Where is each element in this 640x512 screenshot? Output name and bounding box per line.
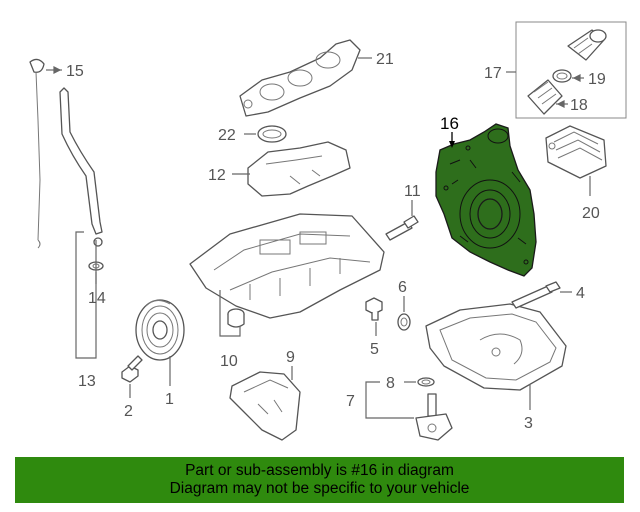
callout-3: 3 xyxy=(524,415,533,432)
gasket-22[interactable] xyxy=(257,125,287,143)
filter-element-18[interactable] xyxy=(527,79,563,115)
callout-22: 22 xyxy=(218,127,236,144)
oil-filter-housing-10[interactable] xyxy=(227,308,245,328)
callout-19: 19 xyxy=(588,71,606,88)
callout-5: 5 xyxy=(370,341,379,358)
oil-cooler-20[interactable] xyxy=(545,125,607,179)
info-banner: Part or sub-assembly is #16 in diagram D… xyxy=(15,457,624,503)
bracket-9[interactable] xyxy=(229,371,301,441)
cover-12[interactable] xyxy=(247,141,351,197)
callout-18: 18 xyxy=(570,97,588,114)
oil-pan-3[interactable] xyxy=(425,303,567,391)
oil-level-sensor-7[interactable] xyxy=(415,393,453,441)
callout-9: 9 xyxy=(286,349,295,366)
dipstick-assembly[interactable] xyxy=(29,58,104,271)
pulley-bolt[interactable] xyxy=(121,355,143,383)
banner-line-2: Diagram may not be specific to your vehi… xyxy=(169,480,470,497)
o-ring-8[interactable] xyxy=(417,377,435,387)
tube-4[interactable] xyxy=(511,281,561,309)
callout-13: 13 xyxy=(78,373,96,390)
timing-cover-16[interactable] xyxy=(435,123,537,277)
callout-15: 15 xyxy=(66,63,84,80)
callout-20: 20 xyxy=(582,205,600,222)
parts-diagram: 15 13 14 1 2 21 22 12 xyxy=(29,21,627,441)
callout-7: 7 xyxy=(346,393,355,410)
crankshaft-pulley[interactable] xyxy=(135,299,185,361)
washer-6[interactable] xyxy=(397,313,411,331)
callout-16: 16 xyxy=(440,114,459,133)
callout-11: 11 xyxy=(404,183,421,200)
banner-line-1: Part or sub-assembly is #16 in diagram xyxy=(185,462,454,479)
filter-cap-17[interactable] xyxy=(567,29,607,61)
callout-6: 6 xyxy=(398,279,407,296)
o-ring-19[interactable] xyxy=(552,69,572,83)
callout-14: 14 xyxy=(88,290,106,307)
oil-pan-upper[interactable] xyxy=(189,213,385,319)
callout-1: 1 xyxy=(165,391,174,408)
callout-10: 10 xyxy=(220,353,238,370)
tube-11[interactable] xyxy=(385,215,419,241)
callout-21: 21 xyxy=(376,51,394,68)
callout-8: 8 xyxy=(386,375,395,392)
intake-manifold[interactable] xyxy=(239,39,361,117)
callout-2: 2 xyxy=(124,403,133,420)
callout-17: 17 xyxy=(484,65,502,82)
callout-12: 12 xyxy=(208,167,226,184)
bolt-5[interactable] xyxy=(365,297,383,321)
callout-4: 4 xyxy=(576,285,585,302)
